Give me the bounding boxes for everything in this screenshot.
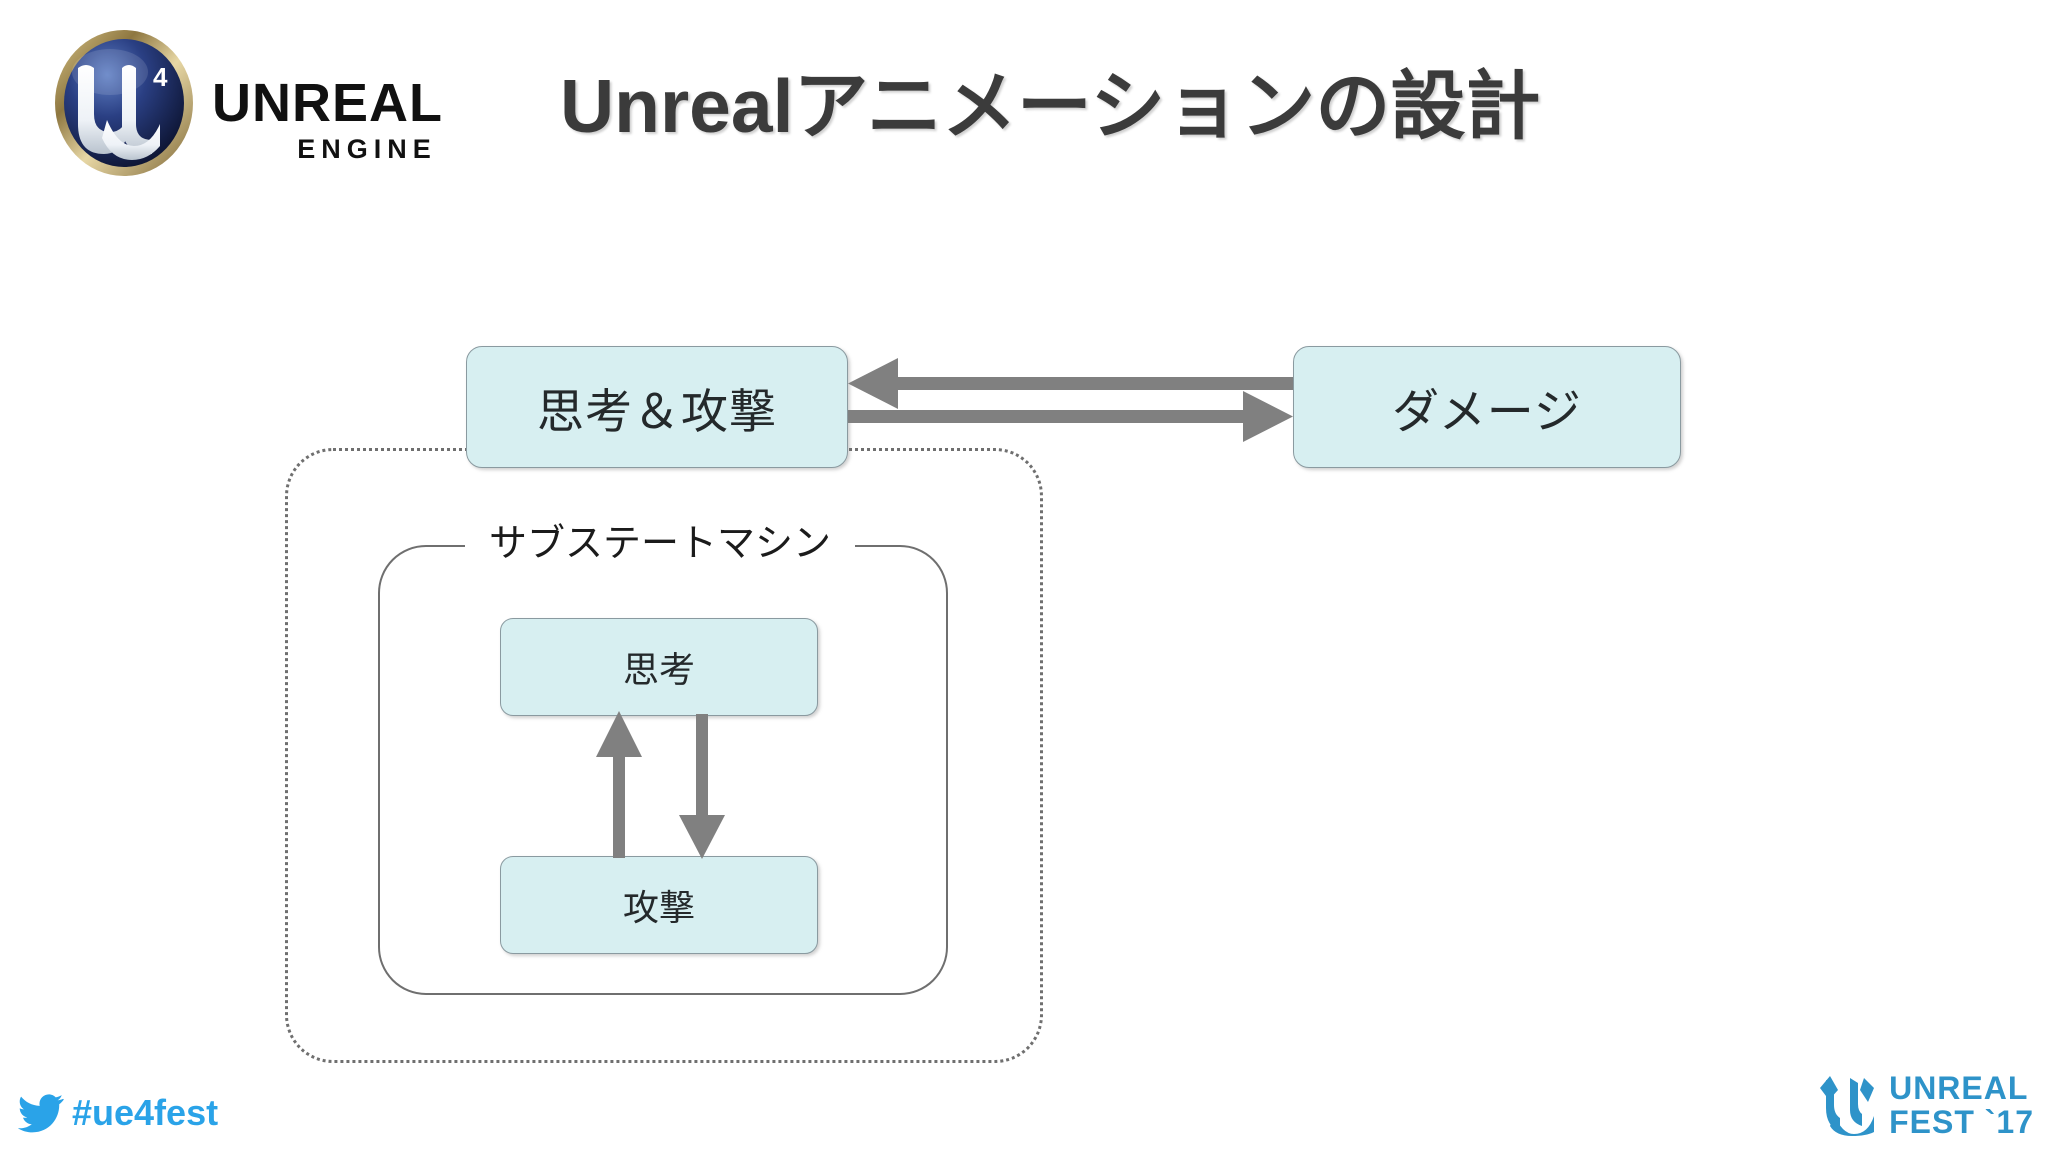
substate-machine-label: サブステートマシン <box>488 523 831 565</box>
state-box-think[interactable]: 思考 <box>500 618 818 716</box>
state-label-think: 思考 <box>622 649 695 690</box>
state-label-damage: ダメージ <box>1392 384 1582 438</box>
unreal-fest-logo: UNREAL FEST `17 <box>1820 1072 2034 1138</box>
unreal-engine-logo: 4 UNREAL ENGINE <box>52 28 502 178</box>
state-box-damage[interactable]: ダメージ <box>1293 346 1681 468</box>
hashtag-label: #ue4fest <box>72 1092 219 1133</box>
state-box-think-attack[interactable]: 思考＆攻撃 <box>466 346 848 468</box>
unreal-engine-wordmark: UNREAL ENGINE <box>212 76 502 163</box>
slide-header: 4 UNREAL ENGINE Unrealアニメーションの設計 <box>0 0 2048 230</box>
unreal-fest-wordmark: UNREAL FEST `17 <box>1889 1072 2034 1138</box>
page-title: Unrealアニメーションの設計 <box>560 64 1541 148</box>
unreal-engine-badge-icon: 4 <box>55 30 193 176</box>
state-label-attack: 攻撃 <box>622 887 695 928</box>
substate-label-gap-mask <box>465 533 855 559</box>
state-box-attack[interactable]: 攻撃 <box>500 856 818 954</box>
state-label-think-attack: 思考＆攻撃 <box>537 384 777 438</box>
twitter-hashtag[interactable]: #ue4fest <box>18 1092 218 1134</box>
fest-logo-line-1: UNREAL <box>1889 1070 2029 1106</box>
arrow-think-attack-to-damage <box>848 391 1293 442</box>
wordmark-unreal: UNREAL <box>212 73 443 133</box>
wordmark-engine: ENGINE <box>297 134 437 164</box>
arrow-damage-to-think-attack <box>848 358 1293 409</box>
fest-logo-line-2: FEST `17 <box>1889 1104 2034 1140</box>
svg-text:4: 4 <box>153 62 168 92</box>
twitter-bird-icon <box>18 1094 64 1133</box>
unreal-fest-u-icon <box>1820 1076 1875 1136</box>
